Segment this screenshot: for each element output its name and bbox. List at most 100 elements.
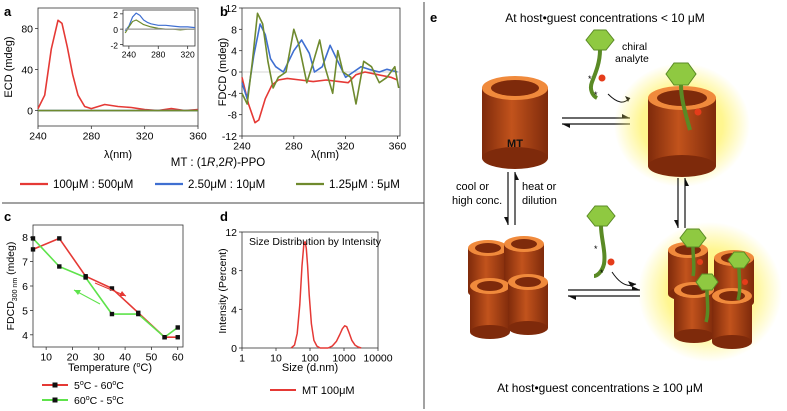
x-tick-label-c: 40 xyxy=(119,352,131,364)
legend-c: 5oC - 60oC 60oC - 5oC xyxy=(42,380,124,407)
y-tick-label-d: 4 xyxy=(231,304,237,316)
legend-label-d: MT 100μM xyxy=(302,385,355,397)
analyte-label: analyte xyxy=(615,53,649,65)
data-point-c xyxy=(57,236,62,241)
data-point-c xyxy=(30,247,36,252)
x-axis-label-d: Size (d.nm) xyxy=(282,362,338,374)
y-tick-label-c: 7 xyxy=(22,257,28,269)
y-axis-label-b: FDCD (mdeg) xyxy=(217,38,229,106)
mt-r2: R xyxy=(225,157,233,169)
plot-frame-d xyxy=(241,231,379,349)
y-tick-label-d: 12 xyxy=(225,227,237,239)
x-tick-label-c: 60 xyxy=(172,352,184,364)
y-tick-label-d: 0 xyxy=(231,343,237,355)
x-tick-label-c: 10 xyxy=(40,352,52,364)
x-tick-label-d: 1000 xyxy=(332,353,356,365)
y-tick-label-c: 4 xyxy=(22,330,28,342)
legend-d: MT 100μM xyxy=(270,385,355,397)
x-tick-label-b: 240 xyxy=(233,141,251,153)
legend-marker-c xyxy=(52,382,58,388)
data-point-c xyxy=(136,311,141,317)
legend-label-c: 5oC - 60oC xyxy=(74,380,124,392)
cool-text-2: high conc. xyxy=(452,195,502,207)
panel-label-b: b xyxy=(220,4,228,19)
data-point-c xyxy=(162,335,167,340)
trend-arrowhead-heating xyxy=(119,291,126,296)
star-bottom-1: * xyxy=(594,244,598,254)
mt-aggregate xyxy=(468,236,548,339)
x-tick-label-d: 100 xyxy=(301,353,319,365)
heat-text-1: heat or xyxy=(522,181,557,193)
data-point-c xyxy=(109,286,115,291)
equilibrium-arrow-bottom xyxy=(568,286,640,300)
trend-arrowhead-cooling xyxy=(74,290,81,295)
series-line-a xyxy=(37,19,199,112)
panel-label-c: c xyxy=(4,209,11,224)
y-tick-label-a: 80 xyxy=(21,24,33,36)
data-point-c xyxy=(175,335,180,340)
series-line-d xyxy=(290,240,362,349)
chart-d-title: Size Distribution by Intensity xyxy=(249,236,382,248)
y-tick-label-a-inset: 0 xyxy=(113,25,118,35)
x-axis-label-a: λ(nm) xyxy=(104,149,132,161)
mt-suffix: )-PPO xyxy=(233,157,265,169)
x-tick-label-b: 280 xyxy=(285,141,303,153)
legend-label-ab: 100μM : 500μM xyxy=(53,179,133,191)
chiral-label: chiral xyxy=(622,41,647,53)
heat-text-2: dilution xyxy=(522,195,557,207)
data-point-c xyxy=(30,236,36,241)
top-label: At host•guest concentrations < 10 μM xyxy=(505,11,705,25)
panel-label-a: a xyxy=(4,4,12,19)
host-guest-complex-top xyxy=(614,62,750,187)
data-point-c xyxy=(57,264,62,269)
x-tick-label-d: 1 xyxy=(239,353,245,365)
free-guest-top: * * chiral analyte xyxy=(585,29,649,103)
y-tick-label-b: 8 xyxy=(231,24,237,36)
star-top-2: * xyxy=(594,90,598,100)
x-tick-label-a: 360 xyxy=(189,131,207,143)
series-line-b xyxy=(241,71,398,124)
y-tick-label-b: -4 xyxy=(228,88,237,100)
y-tick-label-a-inset: -2 xyxy=(110,40,118,50)
x-tick-label-a: 240 xyxy=(29,131,47,143)
legend-marker-c xyxy=(52,397,58,403)
legend-label-ab: 2.50μM : 10μM xyxy=(188,179,265,191)
mt-mid: ,2 xyxy=(215,157,225,169)
series-line-a-inset xyxy=(124,19,195,34)
free-guest-bottom: * * xyxy=(586,205,637,287)
data-point-c xyxy=(175,325,180,330)
x-tick-label-a: 320 xyxy=(136,131,154,143)
y-tick-label-b: -12 xyxy=(222,131,237,143)
x-tick-label-c: 20 xyxy=(67,352,79,364)
mt-r1: R xyxy=(207,157,215,169)
legend-label-c: 60oC - 5oC xyxy=(74,395,124,407)
mt-label: MT xyxy=(507,138,523,150)
y-tick-label-a: 40 xyxy=(21,65,33,77)
y-tick-label-b: 12 xyxy=(225,3,237,15)
y-axis-label-d: Intensity (Percent) xyxy=(217,248,229,333)
x-tick-label-c: 30 xyxy=(93,352,105,364)
x-tick-label-d: 10000 xyxy=(363,353,392,365)
x-tick-label-c: 50 xyxy=(146,352,158,364)
x-axis-label-b: λ(nm) xyxy=(311,149,339,161)
y-tick-label-b: 4 xyxy=(231,46,237,58)
y-axis-label-c: FDCD300 nm (mdeg) xyxy=(5,242,19,331)
y-tick-label-c: 6 xyxy=(22,281,28,293)
equilibrium-arrow-right xyxy=(674,178,689,228)
x-tick-label-a-inset: 280 xyxy=(151,50,165,60)
plot-frame-a-inset xyxy=(122,9,196,47)
x-tick-label-b: 320 xyxy=(337,141,355,153)
series-line-b xyxy=(241,12,400,105)
cool-text-1: cool or xyxy=(456,181,489,193)
plot-frame-a xyxy=(37,7,199,127)
x-tick-label-a-inset: 320 xyxy=(181,50,195,60)
star-bottom-2: * xyxy=(600,268,604,278)
bottom-label: At host•guest concentrations ≥ 100 μM xyxy=(497,381,703,395)
host-mt-cylinder: MT xyxy=(482,76,548,169)
x-tick-label-b: 360 xyxy=(389,141,407,153)
